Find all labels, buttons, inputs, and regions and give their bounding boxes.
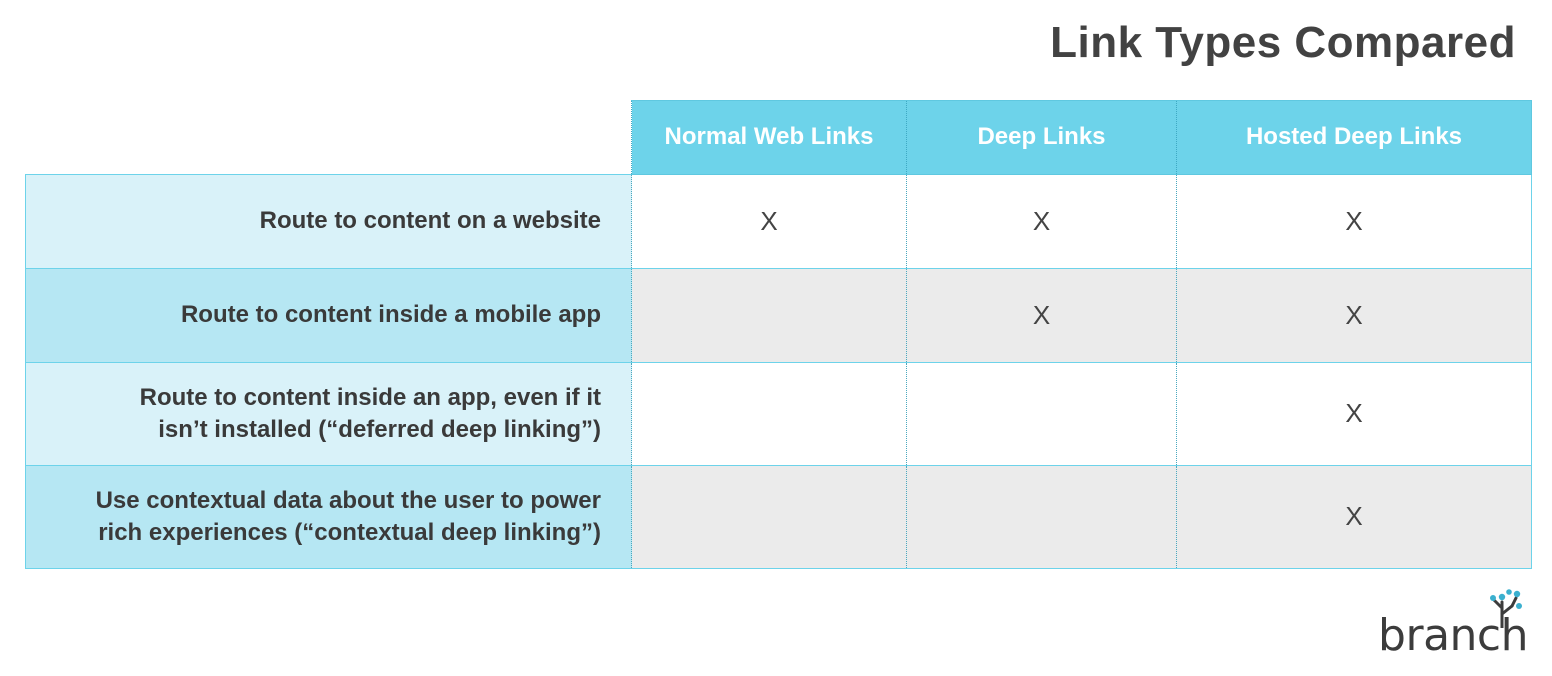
- branch-logo: branch: [1378, 589, 1528, 658]
- table-row: Route to content inside an app, even if …: [25, 361, 1532, 466]
- row-label: Use contextual data about the user to po…: [25, 464, 632, 569]
- row-label-line: Route to content inside a mobile app: [180, 301, 601, 328]
- row-label-line: Use contextual data about the user to po…: [95, 486, 601, 514]
- row-label-line: Route to content on a website: [259, 207, 601, 234]
- comparison-table: Normal Web Links Deep Links Hosted Deep …: [25, 100, 1532, 569]
- table-row: Route to content on a website X X X: [25, 173, 1532, 269]
- check-cell: X: [631, 173, 907, 269]
- tree-branch-icon: [1490, 589, 1522, 628]
- header-blank-cell: [26, 101, 632, 175]
- check-cell: [631, 267, 907, 363]
- column-header-deep-links: Deep Links: [906, 100, 1177, 175]
- row-label-line: rich experiences (“contextual deep linki…: [98, 518, 601, 546]
- column-header-hosted-deep-links: Hosted Deep Links: [1176, 100, 1532, 175]
- table-row: Route to content inside a mobile app X X: [25, 267, 1532, 363]
- row-label-line: Route to content inside an app, even if …: [139, 383, 601, 411]
- row-label-line: isn’t installed (“deferred deep linking”…: [158, 415, 601, 443]
- table-row: Use contextual data about the user to po…: [25, 464, 1532, 569]
- check-cell: [906, 361, 1177, 466]
- column-header-normal-web-links: Normal Web Links: [631, 100, 907, 175]
- check-cell: X: [906, 173, 1177, 269]
- row-label: Route to content on a website: [25, 173, 632, 269]
- comparison-table-wrap: Normal Web Links Deep Links Hosted Deep …: [25, 100, 1532, 569]
- check-cell: [631, 361, 907, 466]
- check-cell: X: [906, 267, 1177, 363]
- check-cell: X: [1176, 267, 1532, 363]
- check-cell: X: [1176, 173, 1532, 269]
- header-row: Normal Web Links Deep Links Hosted Deep …: [26, 100, 1532, 175]
- check-cell: X: [1176, 361, 1532, 466]
- row-label: Route to content inside an app, even if …: [25, 361, 632, 466]
- check-cell: X: [1176, 464, 1532, 569]
- page-title: Link Types Compared: [1050, 18, 1516, 67]
- check-cell: [906, 464, 1177, 569]
- row-label: Route to content inside a mobile app: [25, 267, 632, 363]
- check-cell: [631, 464, 907, 569]
